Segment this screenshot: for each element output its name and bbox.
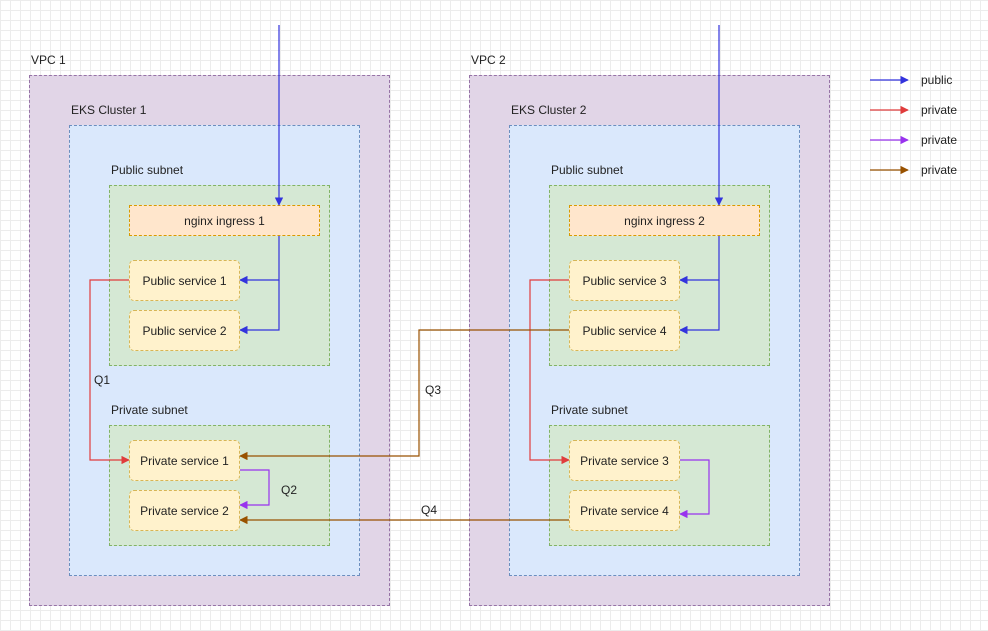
vpc2-label: VPC 2 — [471, 53, 506, 67]
edge-ingress2-to-public-service-3 — [679, 236, 720, 285]
edge-public3-to-private3 — [529, 279, 570, 465]
legend-private-brown-label: private — [921, 163, 958, 177]
edge-label-q3: Q3 — [425, 383, 442, 397]
vpc1-label: VPC 1 — [31, 53, 66, 67]
edge-ingress1-to-public-service-2 — [239, 280, 280, 335]
edge-ingress2-to-public-service-4 — [679, 280, 720, 335]
legend-private-purple-label: private — [921, 133, 958, 147]
public-service-1[interactable]: Public service 1 — [129, 260, 240, 301]
eks-cluster1-label: EKS Cluster 1 — [71, 103, 147, 117]
edge-label-q2: Q2 — [281, 483, 298, 497]
public-service-3[interactable]: Public service 3 — [569, 260, 680, 301]
vpc2-public-subnet-label: Public subnet — [551, 163, 624, 177]
edge-q1-public1-to-private1 — [89, 279, 130, 465]
edge-q3-public4-to-private1 — [239, 329, 569, 461]
nginx-ingress-1[interactable]: nginx ingress 1 — [129, 205, 320, 236]
vpc1-public-subnet-label: Public subnet — [111, 163, 184, 177]
edge-ingress1-to-public-service-1 — [239, 236, 280, 285]
vpc2-private-subnet-label: Private subnet — [551, 403, 628, 417]
private-service-4[interactable]: Private service 4 — [569, 490, 680, 531]
nginx-ingress-2[interactable]: nginx ingress 2 — [569, 205, 760, 236]
legend-private-red-label: private — [921, 103, 958, 117]
legend-public-label: public — [921, 73, 953, 87]
edge-label-q1: Q1 — [94, 373, 111, 387]
eks-cluster2-label: EKS Cluster 2 — [511, 103, 587, 117]
private-service-3[interactable]: Private service 3 — [569, 440, 680, 481]
edge-q2-private1-to-private2 — [239, 469, 270, 510]
edge-label-q4: Q4 — [421, 503, 438, 517]
vpc1-private-subnet-label: Private subnet — [111, 403, 188, 417]
edge-private3-to-private4 — [679, 459, 710, 519]
private-service-2[interactable]: Private service 2 — [129, 490, 240, 531]
public-service-2[interactable]: Public service 2 — [129, 310, 240, 351]
private-service-1[interactable]: Private service 1 — [129, 440, 240, 481]
